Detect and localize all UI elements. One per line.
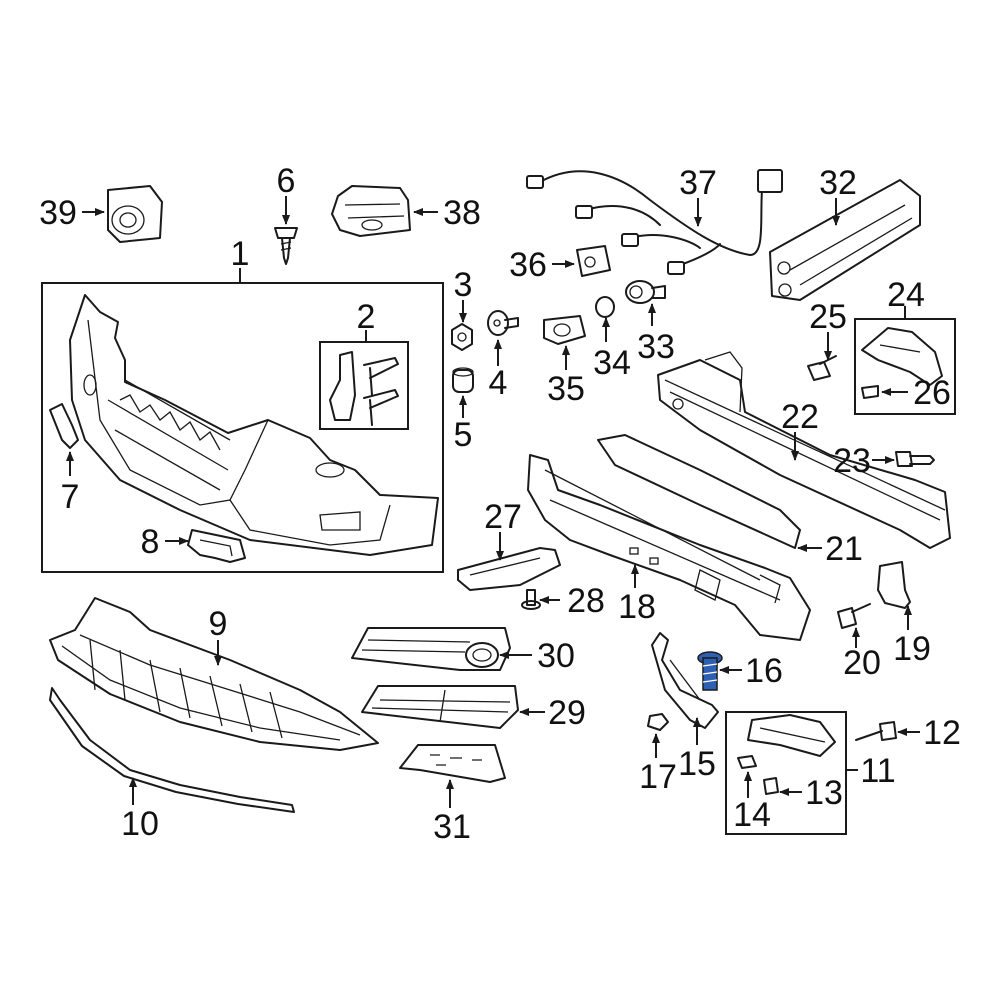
callout-36: 36 (509, 246, 547, 284)
group-box-2 (319, 341, 409, 430)
callout-23: 23 (833, 442, 871, 480)
radar-sensor[interactable] (107, 185, 163, 243)
callout-39: 39 (39, 194, 77, 232)
energy-absorber[interactable] (527, 454, 811, 641)
sensor-ring[interactable] (595, 296, 615, 318)
callout-15: 15 (678, 745, 716, 783)
connector-36[interactable] (576, 245, 611, 277)
callout-6: 6 (277, 162, 296, 200)
under-panel[interactable] (399, 744, 506, 783)
sensor-holder[interactable] (543, 315, 586, 345)
fog-grille-left[interactable] (351, 627, 511, 671)
tow-cap[interactable] (49, 403, 79, 449)
parking-sensor[interactable] (625, 280, 666, 304)
bracket-19[interactable] (877, 561, 911, 609)
tow-eye-cover[interactable] (187, 529, 246, 563)
trim-strip[interactable] (49, 687, 295, 813)
clip-13[interactable] (763, 777, 779, 795)
callout-19: 19 (893, 630, 931, 668)
side-trim[interactable] (651, 632, 719, 729)
bracket-kit[interactable] (329, 351, 399, 426)
callout-34: 34 (593, 344, 631, 382)
screw-6[interactable] (274, 227, 298, 265)
callout-10: 10 (121, 805, 159, 843)
crash-box[interactable] (769, 179, 921, 301)
group-box-11 (725, 711, 847, 835)
callout-4: 4 (489, 364, 508, 402)
bolt-20[interactable] (837, 603, 871, 629)
lower-grille[interactable] (49, 597, 379, 751)
callout-38: 38 (443, 194, 481, 232)
bolt-25[interactable] (807, 355, 837, 381)
callout-13: 13 (805, 774, 843, 812)
callout-30: 30 (537, 637, 575, 675)
callout-17: 17 (639, 758, 677, 796)
callout-28: 28 (567, 582, 605, 620)
callout-33: 33 (637, 328, 675, 366)
reinforcement-bar[interactable] (657, 351, 951, 549)
fog-grille-right[interactable] (361, 685, 519, 729)
callout-21: 21 (825, 530, 863, 568)
clip[interactable] (487, 310, 519, 336)
bushing[interactable] (452, 367, 474, 393)
callout-27: 27 (484, 498, 522, 536)
callout-20: 20 (843, 644, 881, 682)
bolt-12[interactable] (855, 721, 897, 741)
mount-bracket[interactable] (861, 327, 943, 386)
nut[interactable] (451, 323, 473, 351)
callout-26: 26 (913, 374, 951, 412)
wiring-harness[interactable] (526, 169, 783, 275)
callout-14: 14 (733, 796, 771, 834)
splash-bracket[interactable] (747, 714, 836, 757)
control-module[interactable] (331, 185, 411, 237)
callout-1: 1 (231, 235, 250, 273)
callout-2: 2 (357, 298, 376, 336)
callout-7: 7 (61, 478, 80, 516)
callout-8: 8 (141, 523, 160, 561)
clip-17[interactable] (647, 713, 669, 731)
callout-31: 31 (433, 808, 471, 846)
clip-26[interactable] (861, 385, 879, 399)
group-box-1 (41, 282, 444, 573)
callout-37: 37 (679, 164, 717, 202)
impact-strip[interactable] (597, 434, 801, 549)
callout-3: 3 (454, 266, 473, 304)
side-bracket[interactable] (457, 547, 561, 591)
callout-16: 16 (745, 652, 783, 690)
clip-14[interactable] (737, 755, 757, 769)
callout-5: 5 (454, 416, 473, 454)
callout-18: 18 (618, 588, 656, 626)
callout-25: 25 (809, 298, 847, 336)
bolt-23[interactable] (895, 451, 935, 467)
bumper-cover[interactable] (69, 294, 439, 556)
bolt-28[interactable] (521, 589, 541, 610)
callout-9: 9 (209, 605, 228, 643)
callout-11: 11 (860, 752, 895, 790)
callout-24: 24 (887, 276, 925, 314)
callout-12: 12 (923, 714, 961, 752)
callout-35: 35 (547, 370, 585, 408)
callout-29: 29 (548, 694, 586, 732)
callout-22: 22 (781, 398, 819, 436)
highlighted-screw[interactable] (697, 651, 723, 691)
leader-lines (66, 196, 920, 808)
callout-32: 32 (819, 164, 857, 202)
callout-labels: 1 2 3 4 5 6 7 8 9 10 11 12 13 14 15 16 1… (39, 162, 961, 846)
